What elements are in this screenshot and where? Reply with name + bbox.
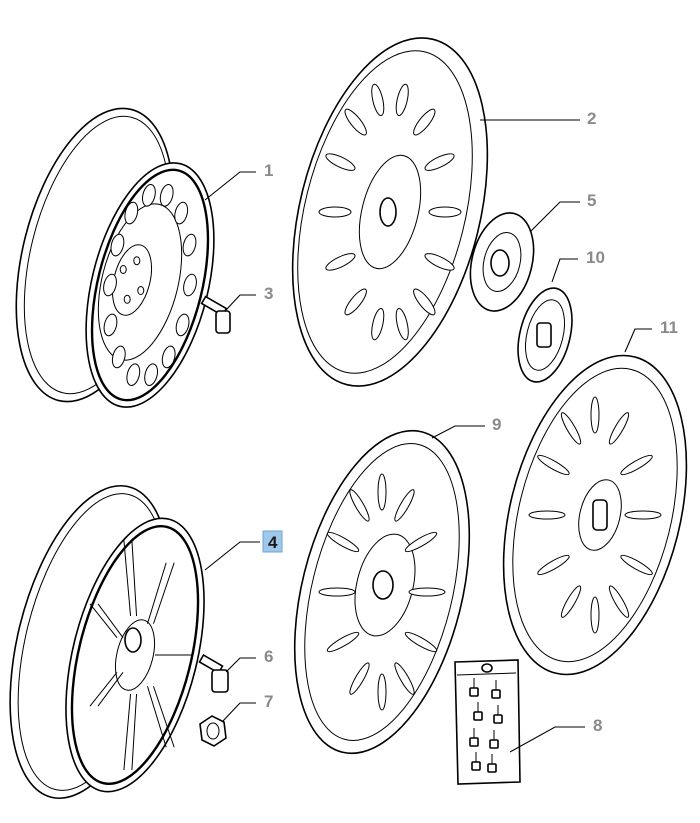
- callout-label: 1: [264, 161, 273, 180]
- callout-label: 8: [593, 716, 602, 735]
- emblem-cap-part-10[interactable]: [509, 282, 581, 387]
- callout-4[interactable]: 4: [204, 530, 283, 571]
- callout-2[interactable]: 2: [480, 109, 596, 128]
- callout-label: 6: [264, 647, 273, 666]
- alloy-bolt-part[interactable]: [198, 653, 229, 693]
- callout-label: 10: [586, 248, 605, 267]
- callout-label: 11: [660, 318, 678, 337]
- callout-label: 2: [587, 109, 596, 128]
- bolt-kit-bag-part[interactable]: [454, 659, 521, 785]
- leader-line: [204, 541, 260, 571]
- wheel-bolt-part[interactable]: [200, 295, 231, 334]
- callout-7[interactable]: 7: [221, 692, 273, 723]
- callout-5[interactable]: 5: [529, 191, 596, 233]
- callout-9[interactable]: 9: [431, 415, 501, 439]
- callout-10[interactable]: 10: [551, 248, 605, 283]
- leader-line: [225, 657, 256, 673]
- callout-8[interactable]: 8: [509, 716, 602, 753]
- wheel-cover-part-2[interactable]: [260, 18, 521, 407]
- steel-wheel-part[interactable]: [0, 92, 237, 420]
- leader-line: [221, 702, 256, 723]
- leader-line: [551, 258, 578, 283]
- leader-line: [204, 171, 256, 201]
- callout-label: 3: [264, 284, 273, 303]
- center-cap-part-5[interactable]: [461, 206, 543, 318]
- leader-line: [225, 294, 256, 311]
- alloy-wheel-part[interactable]: [0, 469, 229, 814]
- leader-line: [509, 726, 585, 753]
- callout-11[interactable]: 11: [624, 318, 678, 353]
- leader-line: [624, 328, 652, 353]
- callout-1[interactable]: 1: [204, 161, 273, 201]
- wheel-cover-part-11[interactable]: [473, 336, 700, 693]
- callout-6[interactable]: 6: [225, 647, 273, 673]
- callout-3[interactable]: 3: [225, 284, 273, 311]
- leader-line: [431, 425, 485, 439]
- wheel-nut-part[interactable]: [199, 715, 227, 747]
- callout-label: 9: [492, 415, 501, 434]
- callout-highlight: [262, 530, 283, 553]
- wheel-cover-part-9[interactable]: [264, 413, 499, 772]
- callout-label: 5: [587, 191, 596, 210]
- callout-label: 4: [268, 533, 278, 552]
- callout-label: 7: [264, 692, 273, 711]
- leader-line: [529, 201, 580, 233]
